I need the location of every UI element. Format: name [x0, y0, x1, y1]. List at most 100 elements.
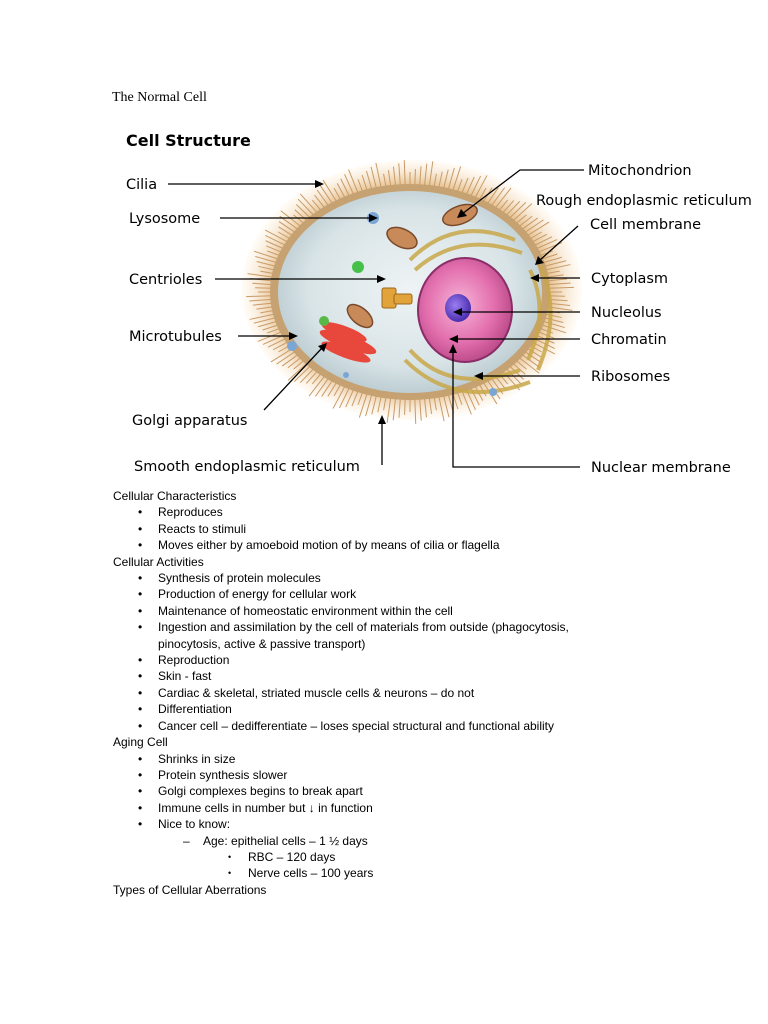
cilium-strand	[486, 187, 499, 205]
cilium-strand	[340, 178, 350, 197]
cilium-strand	[247, 273, 274, 278]
cilium-strand	[278, 226, 294, 237]
heading-aging-cell: Aging Cell	[113, 735, 168, 750]
cilium-strand	[461, 177, 469, 194]
cilium-strand	[375, 162, 382, 189]
cilium-strand	[387, 170, 392, 188]
cilium-strand	[474, 175, 488, 199]
list-item: Differentiation	[113, 701, 713, 718]
cilium-strand	[295, 204, 312, 219]
cilium-strand	[270, 347, 294, 363]
cilium-strand	[433, 396, 437, 411]
cilium-strand	[267, 338, 287, 348]
golgi-shape	[319, 322, 377, 363]
cilium-strand	[533, 236, 553, 246]
cilium-strand	[280, 210, 302, 228]
nucleolus-shape	[445, 294, 471, 322]
cilium-strand	[327, 381, 338, 397]
cilium-strand	[246, 295, 273, 298]
cilium-strand	[452, 166, 462, 192]
cilium-strand	[319, 184, 334, 205]
cilium-strand	[345, 388, 355, 408]
list-item: Production of energy for cellular work	[113, 586, 713, 603]
cilium-strand	[526, 347, 542, 358]
label-cell-membrane: Cell membrane	[590, 217, 701, 233]
sub-sub-item: Nerve cells – 100 years	[113, 865, 713, 882]
cilium-strand	[252, 282, 273, 286]
cilium-strand	[308, 375, 326, 397]
cilium-strand	[256, 306, 274, 310]
cilium-strand	[490, 187, 506, 207]
cilium-strand	[332, 385, 346, 409]
cilium-strand	[266, 245, 283, 253]
cilium-strand	[311, 199, 322, 212]
cilium-strand	[428, 396, 433, 414]
list-item: Cancer cell – dedifferentiate – loses sp…	[113, 718, 713, 735]
list-item: Reacts to stimuli	[113, 521, 713, 538]
cilium-strand	[544, 313, 562, 319]
cilium-strand	[287, 362, 308, 381]
cilium-strand	[293, 359, 305, 370]
cilium-strand	[249, 298, 273, 302]
cilium-strand	[266, 327, 281, 334]
centrioles-shape	[381, 287, 413, 309]
cilium-strand	[442, 169, 449, 190]
cilium-strand	[262, 324, 279, 331]
cilium-strand	[524, 350, 542, 363]
list-cellular-characteristics: Reproduces Reacts to stimuli Moves eithe…	[113, 504, 713, 554]
page-title: The Normal Cell	[112, 90, 207, 105]
cilium-strand	[365, 393, 373, 417]
cilium-strand	[494, 187, 512, 209]
cilium-strand	[316, 189, 330, 207]
label-mitochondrion: Mitochondrion	[588, 163, 692, 179]
cilium-strand	[336, 183, 346, 199]
cilium-strand	[344, 173, 355, 196]
label-rough-er: Rough endoplasmic reticulum	[536, 193, 752, 209]
cilium-strand	[383, 396, 387, 411]
cilium-strand	[526, 221, 550, 237]
leader-lines	[168, 169, 584, 468]
cilium-strand	[321, 379, 334, 397]
arrow-heads	[289, 180, 544, 424]
cilium-strand	[512, 203, 533, 222]
cilium-strand	[392, 166, 397, 187]
figure-heading: Cell Structure	[126, 131, 251, 150]
label-nucleolus: Nucleolus	[591, 305, 662, 321]
cilium-strand	[501, 200, 515, 214]
cilium-strand	[465, 176, 475, 196]
label-lysosome: Lysosome	[129, 211, 200, 227]
cilium-strand	[542, 256, 563, 264]
cell-structure-figure: Cell Structure	[110, 120, 764, 485]
cilium-strand	[370, 166, 378, 190]
cilium-strand	[253, 250, 279, 260]
cilium-strand	[297, 198, 315, 217]
list-item: Shrinks in size	[113, 751, 713, 768]
label-chromatin: Chromatin	[591, 332, 667, 348]
list-item: Cardiac & skeletal, striated muscle cell…	[113, 685, 713, 702]
cilium-strand	[257, 320, 278, 328]
cilium-strand	[543, 260, 567, 267]
cilium-strand	[383, 173, 387, 188]
list-item: Skin - fast	[113, 668, 713, 685]
cilium-strand	[433, 173, 437, 188]
cilium-strand	[392, 397, 397, 421]
cilium-strand	[524, 219, 544, 234]
cilium-strand	[272, 341, 289, 351]
cilium-strand	[546, 274, 564, 278]
cilium-strand	[294, 209, 308, 222]
cilium-strand	[276, 350, 296, 365]
cilium-strand	[515, 359, 527, 370]
cilium-strand	[287, 356, 302, 369]
cilium-strand	[404, 397, 406, 415]
rough-er-shape	[403, 229, 553, 394]
list-item: Synthesis of protein molecules	[113, 570, 713, 587]
list-item: Nice to know:	[113, 816, 713, 833]
label-smooth-er: Smooth endoplasmic reticulum	[134, 459, 360, 475]
cilium-strand	[311, 372, 322, 385]
cilium-strand	[414, 397, 417, 424]
cilium-strand	[529, 231, 542, 240]
cilium-strand	[357, 391, 364, 405]
cilium-strand	[253, 317, 277, 324]
list-item: Protein synthesis slower	[113, 767, 713, 784]
cilium-strand	[256, 261, 277, 267]
